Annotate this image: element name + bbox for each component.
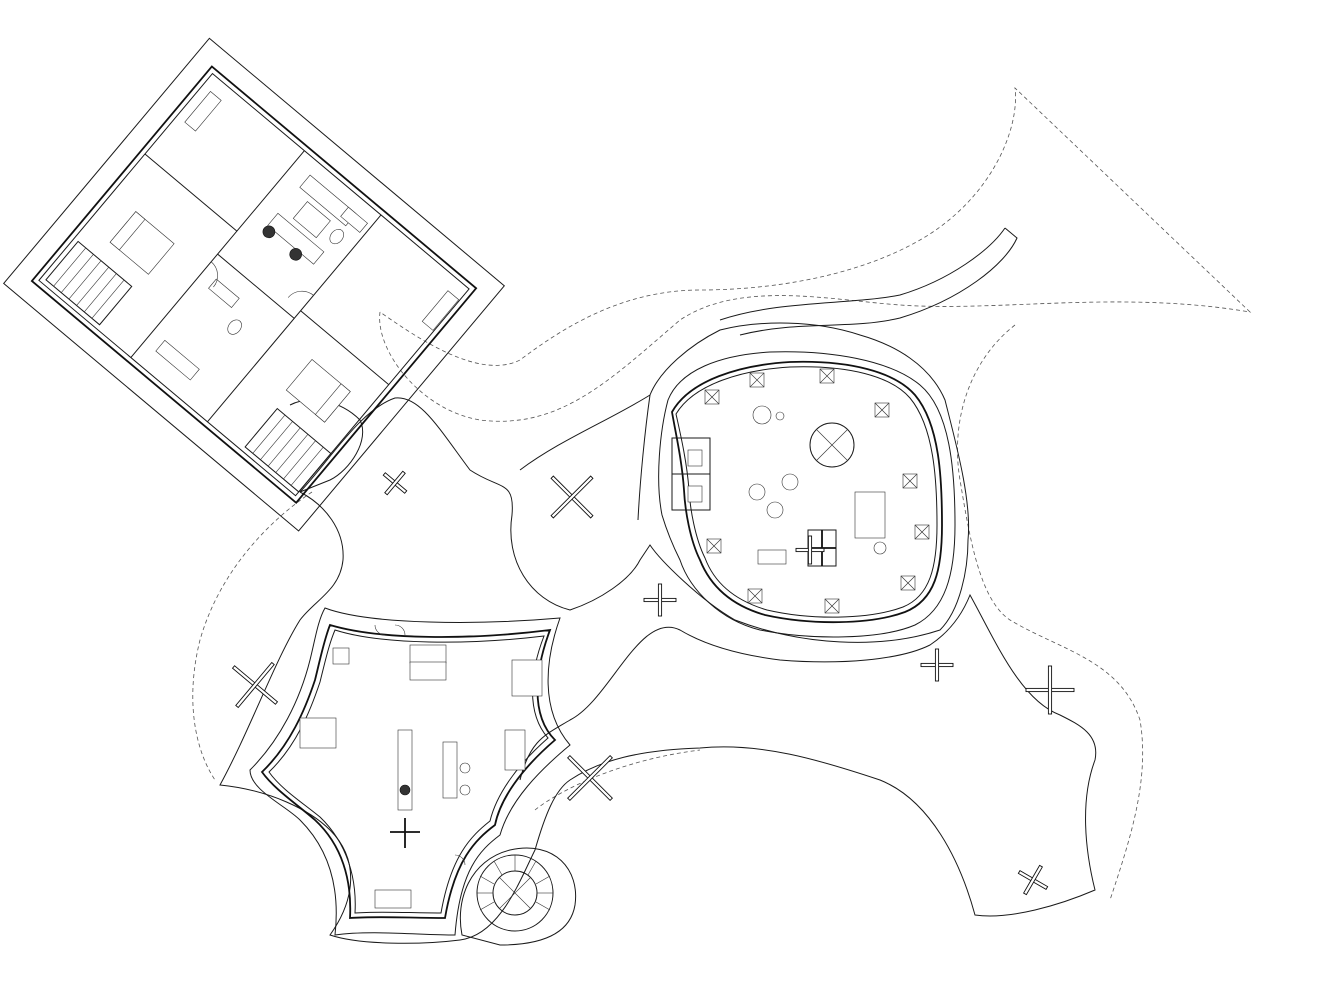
- column-4-cross: [231, 661, 279, 709]
- residence-outer-wall: [30, 65, 478, 505]
- terrace-outlines: [219, 227, 1097, 944]
- column-arm-vertical: [235, 661, 275, 709]
- column-6-cross: [920, 648, 954, 682]
- spiral-treads: [477, 855, 553, 911]
- pavilion-east-inner-wall: [675, 366, 938, 618]
- terrace-main: [219, 491, 1097, 944]
- boundary-north-dashed: [379, 86, 1252, 422]
- structural-columns: [231, 470, 1075, 896]
- pavilion-east-wall: [671, 360, 943, 624]
- pavilion-south-inner-wall: [268, 629, 549, 914]
- pavilion-east-outer-terrace: [658, 351, 956, 638]
- column-arm-vertical: [807, 535, 813, 565]
- living-sofa: [267, 174, 357, 265]
- bed-2: [285, 358, 351, 423]
- partition-5: [300, 310, 390, 386]
- entrance-door-2: [394, 624, 406, 636]
- column-8-cross: [1017, 864, 1049, 896]
- spiral-stair: [459, 847, 577, 946]
- column-9-cross: [795, 535, 825, 565]
- bathroom-2: [329, 206, 368, 245]
- plant-2: [289, 248, 303, 261]
- desk-1: [184, 91, 222, 132]
- residence-terrace-outline: [2, 37, 506, 532]
- table-1: [332, 647, 350, 665]
- entrance-door-3: [454, 854, 466, 866]
- walkway-curve-inner: [739, 227, 1018, 336]
- bar-stool-1: [459, 762, 471, 774]
- partition-3: [217, 253, 295, 319]
- wc-fixture-1: [687, 449, 703, 467]
- entrance-door-1: [374, 624, 386, 636]
- kitchen-sink: [399, 784, 411, 796]
- partition-4: [144, 153, 238, 232]
- column-arm-vertical: [550, 475, 594, 519]
- kitchen-counter: [397, 729, 413, 811]
- wc-fixture-2: [687, 485, 703, 503]
- lounge-chair-3: [766, 501, 784, 519]
- sofa-set: [854, 491, 886, 539]
- lounge-chair-2: [781, 473, 799, 491]
- column-1-cross: [382, 470, 408, 496]
- bed-1: [109, 211, 175, 275]
- site-boundary: [192, 86, 1252, 901]
- pavilion-south-terrace: [249, 607, 571, 936]
- round-table: [809, 422, 855, 468]
- desk-2: [421, 290, 460, 331]
- perimeter-boxes: [704, 368, 930, 614]
- partition-1: [130, 150, 305, 358]
- bathroom-1: [155, 278, 242, 381]
- bench: [757, 549, 787, 565]
- side-table: [775, 411, 785, 421]
- round-table-x2: [815, 428, 849, 462]
- spiral-stair-x2: [498, 876, 532, 910]
- armchair: [752, 405, 772, 425]
- table-3: [409, 661, 447, 681]
- table-4: [511, 659, 543, 697]
- column-arm-vertical: [567, 755, 613, 801]
- residence-stair-2: [244, 407, 332, 493]
- table-6: [504, 729, 526, 771]
- lounge-chair-1: [748, 483, 766, 501]
- pavilion-south: [249, 607, 571, 936]
- bar-stool-2: [459, 784, 471, 796]
- residence-block: [2, 37, 506, 532]
- column-arm-vertical: [934, 648, 940, 682]
- column-arm-vertical: [657, 583, 663, 617]
- table-2: [409, 644, 447, 664]
- plant-1: [262, 225, 276, 239]
- walkway-curve-outer: [719, 227, 1006, 321]
- column-arm-vertical: [1022, 864, 1044, 896]
- pavilion-south-wall: [260, 623, 557, 919]
- column-7-cross: [1025, 665, 1075, 715]
- column-2-cross: [550, 475, 594, 519]
- column-5-cross: [567, 755, 613, 801]
- bar-counter: [442, 741, 458, 799]
- spiral-stair-outer: [459, 847, 577, 946]
- side-chair: [873, 541, 887, 555]
- door-swing-2: [287, 290, 314, 298]
- dining-tables: [299, 644, 543, 909]
- column-arm-vertical: [384, 470, 406, 496]
- residence-stair-1: [45, 240, 133, 326]
- terrace-west: [299, 322, 970, 643]
- column-arm-vertical: [1047, 665, 1053, 715]
- residence-inner-wall: [38, 72, 470, 497]
- door-swing-1: [210, 261, 218, 288]
- table-7: [374, 889, 412, 909]
- boundary-east-dashed: [957, 324, 1143, 901]
- column-3-cross: [643, 583, 677, 617]
- boundary-west-dashed: [192, 491, 313, 781]
- boundary-south-dashed: [534, 749, 701, 811]
- table-5: [299, 717, 337, 749]
- pavilion-east: [658, 351, 956, 638]
